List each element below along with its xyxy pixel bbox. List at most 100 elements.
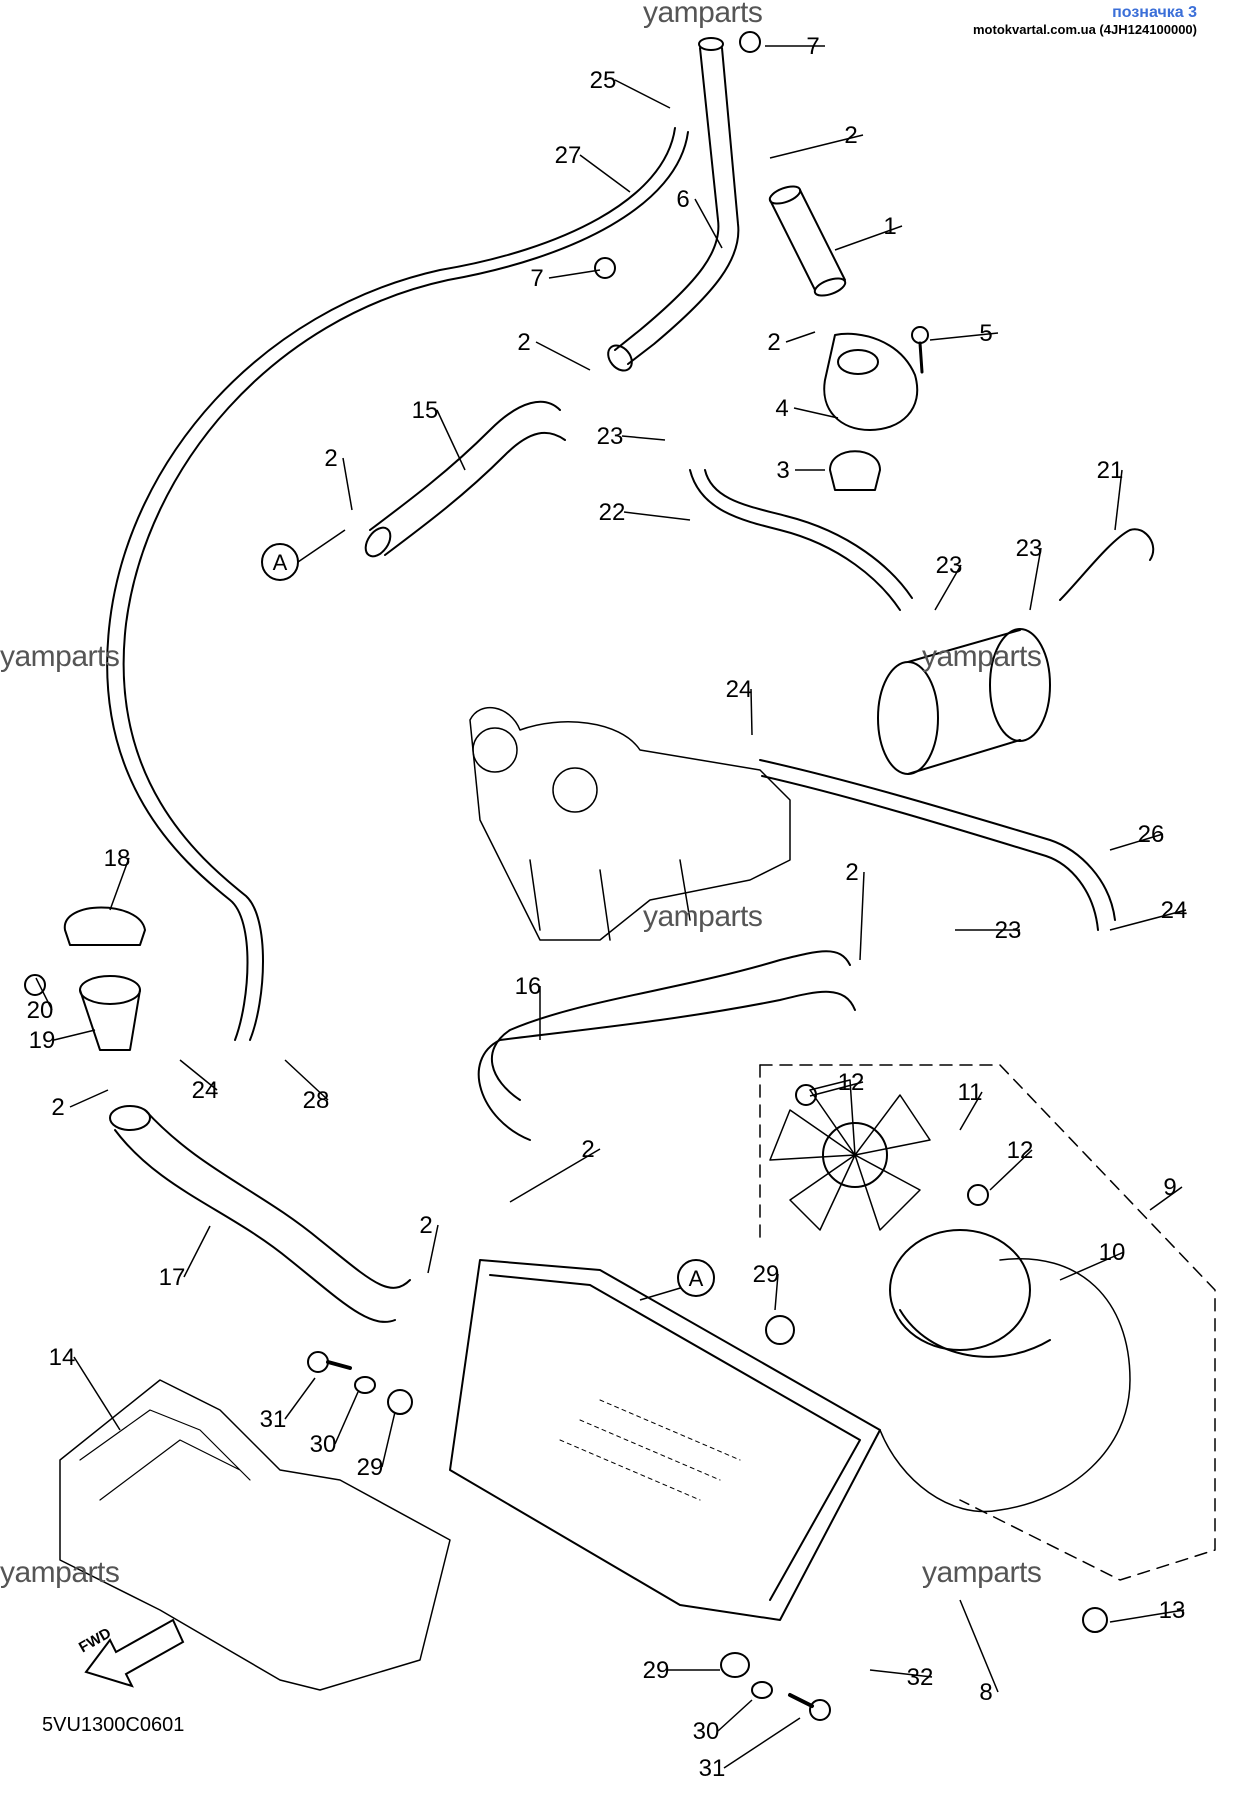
callout-c11: 11 (958, 1079, 983, 1106)
leader-line-c27 (579, 154, 631, 193)
watermark: yamparts (922, 1556, 1042, 1589)
source-label: motokvartal.com.ua (4JH124100000) (972, 22, 1197, 37)
page-header: позначка 3 motokvartal.com.ua (4JH124100… (973, 4, 1197, 37)
callout-c19: 19 (29, 1027, 56, 1054)
callout-c31b: 31 (699, 1755, 726, 1782)
callout-c2a: 2 (844, 122, 857, 149)
callout-c7b: 7 (530, 265, 543, 292)
callout-c2e: 2 (845, 859, 858, 886)
leader-line-c6 (694, 198, 723, 249)
leader-line-c19 (53, 1029, 96, 1041)
leader-line-c29a (774, 1273, 779, 1311)
callout-c2b: 2 (517, 329, 530, 356)
leader-line-c5 (929, 332, 999, 341)
reference-label: A (689, 1266, 704, 1291)
callout-c29c: 29 (643, 1657, 670, 1684)
leader-line-c12b (989, 1149, 1033, 1191)
callout-c28: 28 (303, 1087, 330, 1114)
watermark: yamparts (922, 640, 1042, 673)
callout-c2h: 2 (419, 1212, 432, 1239)
reference-circle (677, 1259, 715, 1297)
leader-line-c10 (1059, 1251, 1125, 1281)
callout-c26: 26 (1138, 821, 1165, 848)
callout-c24a: 24 (726, 676, 753, 703)
callout-c2g: 2 (581, 1136, 594, 1163)
leader-line-c2f (69, 1089, 109, 1108)
callout-c30b: 30 (693, 1718, 720, 1745)
callout-c24c: 24 (192, 1077, 219, 1104)
callout-c3: 3 (776, 457, 789, 484)
callout-c30a: 30 (310, 1431, 337, 1458)
leader-line-c17 (183, 1225, 211, 1278)
fwd-arrow-icon (84, 1618, 185, 1688)
leader-line-c9 (1149, 1186, 1183, 1211)
leader-line-c4 (793, 407, 839, 419)
callout-c12a: 12 (838, 1069, 865, 1096)
callout-c6: 6 (676, 186, 689, 213)
callout-c21: 21 (1097, 457, 1124, 484)
reference-circle (261, 543, 299, 581)
callout-c2f: 2 (51, 1094, 64, 1121)
leader-line-c2h (427, 1224, 439, 1274)
watermark: yamparts (643, 0, 763, 29)
callout-c8: 8 (979, 1679, 992, 1706)
leader-line-c2b (535, 341, 591, 371)
leader-line-c13 (1109, 1609, 1185, 1623)
callout-c24b: 24 (1161, 897, 1188, 924)
leader-line-c31b (723, 1717, 801, 1769)
callout-c29a: 29 (753, 1261, 780, 1288)
callout-c2c: 2 (324, 445, 337, 472)
leader-line-c23c (1029, 547, 1042, 611)
callout-c2d: 2 (767, 329, 780, 356)
callout-c5: 5 (979, 320, 992, 347)
leader-line-c24c (179, 1059, 218, 1091)
callout-c14: 14 (49, 1344, 76, 1371)
watermark: yamparts (0, 640, 120, 673)
callout-c32: 32 (907, 1664, 934, 1691)
callout-c13: 13 (1159, 1597, 1186, 1624)
callout-c10: 10 (1099, 1239, 1126, 1266)
callout-c9: 9 (1163, 1174, 1176, 1201)
watermark: yamparts (0, 1556, 120, 1589)
callout-c16: 16 (515, 973, 542, 1000)
leader-line-c2d (785, 331, 816, 343)
leader-line-c2g (509, 1148, 601, 1203)
diagram-drawing (24, 31, 1216, 1721)
leader-line-c30b (717, 1699, 753, 1732)
leader-line-c31a (284, 1377, 316, 1420)
leader-line-c24b (1109, 909, 1187, 931)
leader-line-c28 (284, 1059, 329, 1101)
callout-c23b: 23 (936, 552, 963, 579)
leader-line-c23b (934, 564, 962, 611)
diagram-code: 5VU1300C0601 (42, 1714, 185, 1736)
callout-c23a: 23 (597, 423, 624, 450)
leader-line-c2e (859, 871, 865, 961)
callout-c15: 15 (412, 397, 439, 424)
callout-c25: 25 (590, 67, 617, 94)
callout-c12b: 12 (1007, 1137, 1034, 1164)
leader-line-c26 (1109, 833, 1164, 851)
bookmark-link[interactable]: позначка 3 (1112, 4, 1197, 21)
leader-line-c14 (73, 1356, 121, 1431)
leader-line-c15 (436, 409, 466, 471)
callout-labels: 1222222223456778910111212131415161718192… (27, 33, 1188, 1782)
leader-line-c20 (35, 977, 53, 1011)
leader-line-c25 (614, 79, 671, 109)
leader-line-c21 (1114, 469, 1123, 531)
leader-line-c11 (959, 1091, 983, 1131)
leader-line-c32 (869, 1669, 933, 1678)
callout-c17: 17 (159, 1264, 186, 1291)
callout-c27: 27 (555, 142, 582, 169)
leader-line-c12a (809, 1081, 864, 1097)
reference-label: A (273, 550, 288, 575)
leader-line-c30a (334, 1391, 359, 1445)
leader-line-c2a (769, 134, 864, 159)
callout-c7a: 7 (806, 33, 819, 60)
callout-c1: 1 (883, 213, 896, 240)
leader-line-c29b (381, 1411, 396, 1468)
callout-c29b: 29 (357, 1454, 384, 1481)
leader-line-c1 (834, 225, 903, 251)
callout-c4: 4 (775, 395, 788, 422)
reference-markers: AA (261, 529, 715, 1301)
